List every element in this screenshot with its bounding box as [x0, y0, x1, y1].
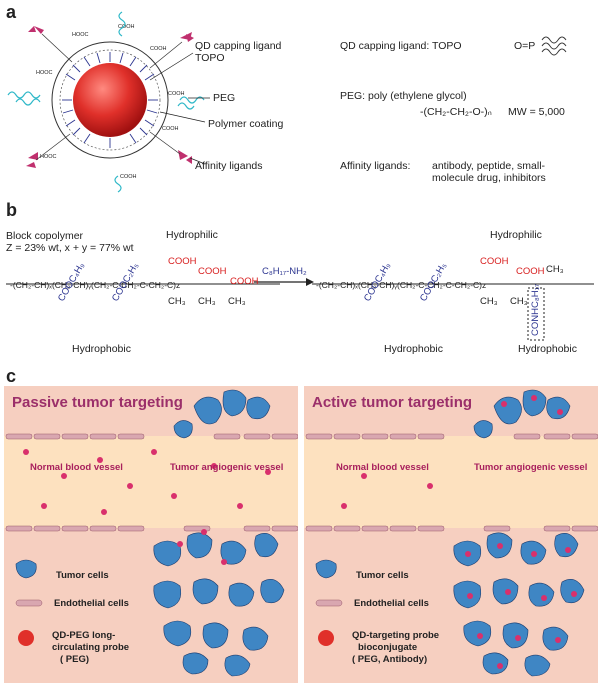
- active-targeting-panel: [304, 386, 598, 683]
- panel-c-letter: c: [6, 366, 17, 386]
- topo-legend-label: QD capping ligand: TOPO: [340, 40, 462, 52]
- endothelial-wall-bottom: [5, 525, 298, 532]
- ch3-left-2: CH₃: [198, 296, 216, 307]
- svg-text:COOH: COOH: [162, 126, 179, 132]
- copolymer-reaction-scheme: -(CH₂-CH)ₓ(CH₂-CH)ᵧ(CH₂-C-CH₂-C-CH₂-C)z …: [6, 278, 594, 341]
- legend-qd-probe-icon: [318, 630, 334, 646]
- topo-ligand-layer: [62, 52, 158, 148]
- active-title: Active tumor targeting: [312, 394, 473, 411]
- active-tumor-vessel: Tumor angiogenic vessel: [474, 462, 588, 473]
- qd-probes: [23, 449, 271, 565]
- endothelial-wall-top: [5, 433, 298, 440]
- passive-title: Passive tumor targeting: [12, 394, 183, 411]
- affinity-legend-label: Affinity ligands:: [340, 160, 411, 172]
- blood-vessel-lumen: [304, 436, 598, 528]
- cooh-left-3: COOH: [230, 276, 259, 287]
- hydrophobic-mid: Hydrophobic: [384, 343, 443, 355]
- tumor-cells-top: [173, 389, 271, 439]
- legend-tumor-cell-icon: [15, 559, 37, 579]
- svg-text:HOOC: HOOC: [40, 154, 57, 160]
- passive-normal-vessel: Normal blood vessel: [30, 462, 123, 473]
- copolymer-composition: Z = 23% wt, x + y = 77% wt: [6, 242, 134, 254]
- svg-text:HOOC: HOOC: [36, 70, 53, 76]
- peg-label: PEG: [213, 92, 236, 104]
- svg-text:COOH: COOH: [118, 24, 135, 30]
- panel-a-letter: a: [6, 2, 17, 22]
- ligand-linkers: [35, 33, 183, 161]
- label-leader-lines: [149, 52, 210, 165]
- peg-legend-label: PEG: poly (ethylene glycol): [340, 90, 467, 102]
- active-probe-line1: QD-targeting probe: [352, 630, 440, 641]
- svg-text:COOH: COOH: [168, 91, 185, 97]
- amide-box: [527, 287, 545, 341]
- svg-text:-(CH₂-CH)ₓ(CH₂-CH)ᵧ(CH₂-C-CH₂-: -(CH₂-CH)ₓ(CH₂-CH)ᵧ(CH₂-C-CH₂-C-CH₂-C)z: [10, 280, 180, 290]
- peg-mw: MW = 5,000: [508, 106, 565, 118]
- legend-qd-probe-icon: [18, 630, 34, 646]
- endothelial-wall-bottom: [305, 525, 598, 532]
- passive-probe-line3: ( PEG): [60, 654, 90, 665]
- cooh-left-2: COOH: [198, 266, 227, 277]
- passive-targeting-panel: [4, 386, 298, 683]
- qd-targeted-probes: [341, 395, 577, 669]
- topo-label: TOPO: [195, 52, 225, 64]
- copolymer-title: Block copolymer: [6, 230, 84, 242]
- ch3-right-2: CH₃: [510, 296, 528, 307]
- active-illustration: [304, 389, 598, 677]
- legend-endothelial-icon: [15, 599, 43, 607]
- hydrophobic-right: Hydrophobic: [518, 343, 577, 355]
- amide-group: CONHC₈H₁₇: [530, 283, 541, 336]
- polymer-coating-label: Polymer coating: [208, 118, 284, 130]
- hydrophilic-right: Hydrophilic: [490, 229, 542, 241]
- svg-text:COOH: COOH: [150, 46, 167, 52]
- hydrophobic-left: Hydrophobic: [72, 343, 131, 355]
- tumor-cells-top: [473, 389, 571, 439]
- ch3-left-3: CH₃: [228, 296, 246, 307]
- affinity-ligands-label: Affinity ligands: [195, 160, 263, 172]
- active-endothelial-label: Endothelial cells: [354, 598, 429, 609]
- peg-formula: -(CH₂-CH₂-O-)ₙ: [420, 106, 492, 118]
- reagent-label: C₈H₁₇-NH₂: [262, 266, 307, 277]
- active-normal-vessel: Normal blood vessel: [336, 462, 429, 473]
- topo-structure-icon: [541, 36, 567, 56]
- endothelial-wall-top: [305, 433, 598, 440]
- polymer-inner-ring: [59, 49, 161, 151]
- ch3-left-1: CH₃: [168, 296, 186, 307]
- tumor-cells-bottom: [153, 532, 285, 677]
- qd-nanoparticle-diagram: COOH COOH COOH HOOC HOOC HOOC COOH COOH: [7, 11, 567, 193]
- svg-text:COOH: COOH: [120, 174, 137, 180]
- passive-tumor-vessel: Tumor angiogenic vessel: [170, 462, 284, 473]
- active-tumor-cells-label: Tumor cells: [356, 570, 409, 581]
- active-probe-line3: ( PEG, Antibody): [352, 654, 428, 665]
- cooh-group-markers: COOH COOH COOH HOOC HOOC HOOC COOH COOH: [36, 24, 185, 180]
- cooh-right-2: COOH: [516, 266, 545, 277]
- affinity-ligand-markers: [26, 26, 194, 168]
- cooh-right-1: COOH: [480, 256, 509, 267]
- panel-b-letter: b: [6, 200, 17, 220]
- peg-chains: [7, 11, 205, 193]
- cooh-left-1: COOH: [168, 256, 197, 267]
- hydrophilic-left: Hydrophilic: [166, 229, 218, 241]
- reaction-arrow-head: [306, 278, 314, 286]
- blood-vessel-lumen: [4, 436, 298, 528]
- backbone-text: -(CH₂-CH)ₓ(CH₂-CH)ᵧ(CH₂-C-CH₂-C-CH₂-C)z …: [10, 280, 486, 290]
- passive-tumor-cells-label: Tumor cells: [56, 570, 109, 581]
- ch3-right-1: CH₃: [480, 296, 498, 307]
- svg-text:-(CH₂-CH)ₓ(CH₂-CH)ᵧ(CH₂-C-CH₂-: -(CH₂-CH)ₓ(CH₂-CH)ᵧ(CH₂-C-CH₂-C-CH₂-C)z: [316, 280, 486, 290]
- legend-endothelial-icon: [315, 599, 343, 607]
- qd-capping-ligand-label: QD capping ligand: [195, 40, 282, 52]
- passive-probe-line1: QD-PEG long-: [52, 630, 116, 641]
- affinity-items: antibody, peptide, small-molecule drug, …: [432, 160, 546, 184]
- passive-illustration: [4, 389, 298, 677]
- tumor-cells-bottom: [453, 532, 585, 677]
- legend-tumor-cell-icon: [315, 559, 337, 579]
- svg-text:HOOC: HOOC: [72, 32, 89, 38]
- polymer-coating-ring: [51, 41, 169, 159]
- quantum-dot-core: [73, 63, 147, 137]
- passive-probe-line2: circulating probe: [52, 642, 130, 653]
- passive-endothelial-label: Endothelial cells: [54, 598, 129, 609]
- active-probe-line2: bioconjugate: [358, 642, 418, 653]
- topo-formula: O=P: [514, 40, 536, 52]
- ch3-top-right: CH₃: [546, 264, 564, 275]
